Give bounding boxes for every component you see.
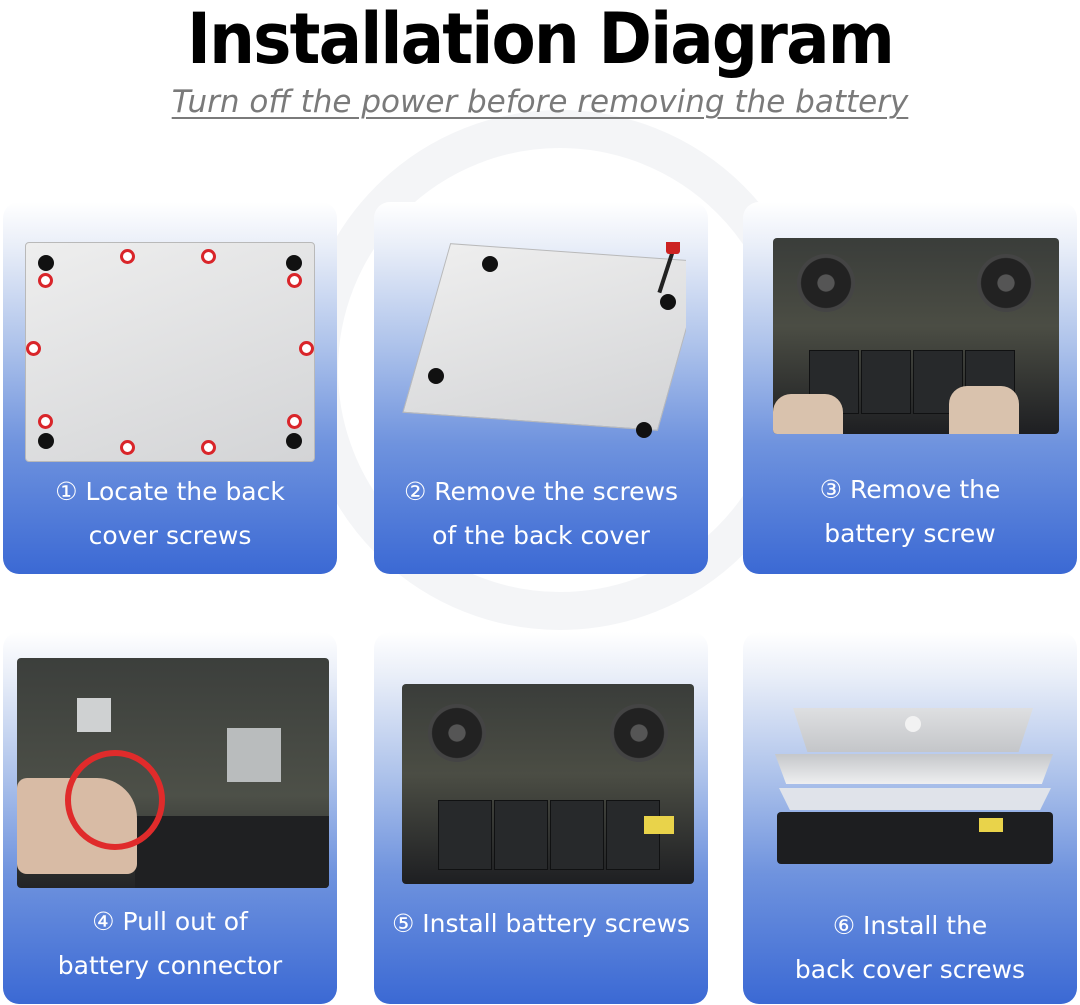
- step-4-image: [17, 658, 329, 888]
- step-card-5: ⑤ Install battery screws: [374, 632, 708, 1004]
- step-3-image: [773, 238, 1059, 434]
- step-5-image: [402, 684, 694, 884]
- step-1-image: [25, 242, 315, 462]
- page-subtitle: Turn off the power before removing the b…: [171, 84, 909, 120]
- step-5-caption: ⑤ Install battery screws: [391, 909, 691, 938]
- page-title: Installation Diagram: [187, 0, 895, 80]
- step-6-image: [769, 708, 1059, 868]
- step-2-image: [396, 242, 686, 462]
